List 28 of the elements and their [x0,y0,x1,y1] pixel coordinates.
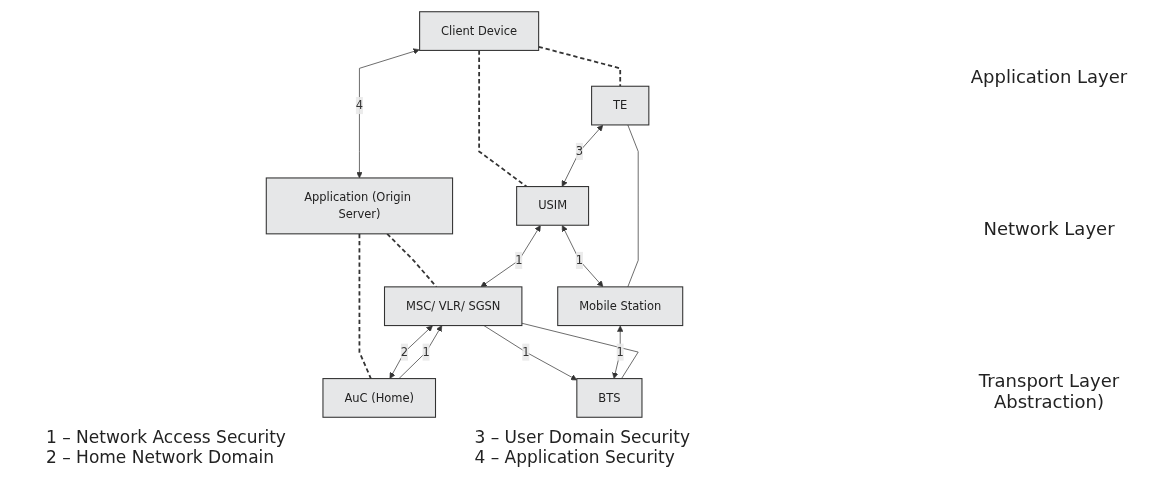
node-box: Client Device [419,11,540,51]
connector [358,232,372,380]
edge-label: 4 [355,98,364,113]
layer-label: Network Layer [982,217,1116,239]
connector [627,124,639,288]
node-box: AuC (Home) [322,378,437,418]
legend-note: 4 – Application Security [474,447,676,467]
connector [386,232,438,288]
legend-note: 1 – Network Access Security [46,427,287,447]
edge-label: 1 [616,344,624,359]
connector [478,49,528,188]
edge-label: 1 [575,253,584,267]
node-box: Mobile Station [557,286,684,327]
node-box: MSC/ VLR/ SGSN [383,286,523,327]
layer-label: Application Layer [969,65,1129,87]
edge-label: 1 [522,344,530,359]
node-box: BTS [576,378,643,418]
node-box: TE [591,85,650,126]
edge-label: 3 [575,144,584,158]
legend-note: 2 – Home Network Domain [46,447,276,467]
node-box: USIM [516,186,590,226]
edge-label: 1 [422,344,430,359]
edge-label: 1 [515,253,523,267]
connector [521,322,639,379]
edge-label: 2 [400,344,409,359]
legend-note: 3 – User Domain Security [474,427,691,447]
node-box: Application (Origin Server) [265,177,454,235]
layer-label: Transport Layer Abstraction) [977,369,1121,412]
